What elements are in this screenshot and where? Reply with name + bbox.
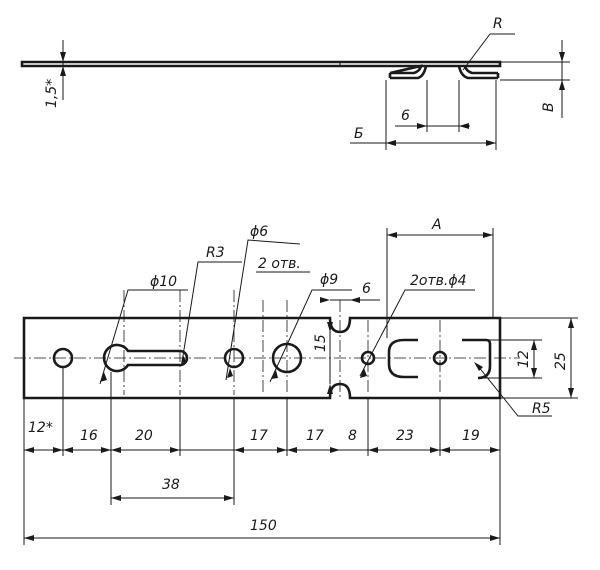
plan-view: А ϕ6 2 отв. R3 ϕ10 ϕ9 6 2отв.ϕ4 15 <box>14 217 578 545</box>
phi9-arrow <box>271 370 278 379</box>
dim-38-label: 38 <box>162 477 180 493</box>
r3-label: R3 <box>206 245 225 261</box>
dim-23-label: 23 <box>396 428 414 444</box>
inner-arrow-bottom <box>531 368 537 378</box>
dim-150-arrow-left <box>24 535 34 541</box>
dim-8-label: 8 <box>348 428 357 444</box>
r5-arrow <box>474 362 483 371</box>
r3-leader <box>181 261 242 363</box>
outer-arrow-top <box>568 318 574 328</box>
phi10-label: ϕ10 <box>150 274 177 290</box>
v-arrow-bottom <box>559 80 565 90</box>
side-view: R 1,5* Б 6 В <box>20 16 570 150</box>
gap-arrow-left <box>417 123 427 129</box>
side-left-tab <box>388 64 428 80</box>
holes-2-label: 2 отв. <box>258 256 301 272</box>
letter-b-label: Б <box>354 126 364 142</box>
r-leader <box>462 33 515 71</box>
r5-label: R5 <box>532 401 551 417</box>
phi9-label: ϕ9 <box>320 272 338 288</box>
dim-12-label: 12* <box>28 420 53 436</box>
side-strip <box>20 60 502 68</box>
phi4-arrow <box>360 368 367 378</box>
letter-a-label: А <box>431 217 442 233</box>
phi6-label: ϕ6 <box>250 224 268 240</box>
phi10-leader <box>99 289 188 385</box>
inner-height-label: 12 <box>516 350 532 368</box>
phi4-leader <box>359 289 475 377</box>
slot-width-label: 6 <box>362 281 371 297</box>
r5-leader <box>477 365 552 417</box>
chain-arrows <box>24 447 500 453</box>
hole-left-small <box>52 347 74 369</box>
phi10-arrow <box>100 372 107 382</box>
outer-height-label: 25 <box>553 352 569 370</box>
thickness-label: 1,5* <box>44 79 60 108</box>
b-arrow-left <box>386 140 396 146</box>
v-arrow-top <box>559 52 565 62</box>
bent-tab-cut <box>387 338 492 380</box>
notch-arrow-top <box>327 322 333 332</box>
thickness-arrow-top <box>60 52 66 62</box>
dim-17b-label: 17 <box>306 428 324 444</box>
dim-16-label: 16 <box>80 428 98 444</box>
side-gap-label: 6 <box>401 108 410 124</box>
slot-arrow-right <box>350 297 360 303</box>
phi9-leader <box>269 289 352 383</box>
outer-arrow-bottom <box>568 388 574 398</box>
a-arrow-left <box>387 232 397 238</box>
thickness-arrow-bottom <box>60 66 66 76</box>
dim-20-label: 20 <box>135 428 153 444</box>
inner-arrow-top <box>531 340 537 350</box>
dim-150-arrow-right <box>490 535 500 541</box>
notch-arrow-bottom <box>327 384 333 394</box>
slot-arrow-left <box>320 297 330 303</box>
notch-depth-label: 15 <box>313 334 329 352</box>
letter-v-label: В <box>541 102 557 112</box>
keyhole-slot <box>102 343 189 373</box>
dim-38-arrow-right <box>224 495 234 501</box>
phi6-arrow <box>227 368 233 378</box>
a-arrow-right <box>483 232 493 238</box>
dim-19-label: 19 <box>462 428 480 444</box>
dim-38-arrow-left <box>111 495 121 501</box>
b-arrow-right <box>486 140 496 146</box>
dim-17a-label: 17 <box>250 428 268 444</box>
phi6-leader <box>225 239 301 381</box>
r3-arrow <box>181 355 186 364</box>
radius-side-label: R <box>493 16 503 32</box>
dim-150-label: 150 <box>250 518 277 534</box>
holes-phi4-label: 2отв.ϕ4 <box>410 273 466 289</box>
gap-arrow-right <box>459 123 469 129</box>
